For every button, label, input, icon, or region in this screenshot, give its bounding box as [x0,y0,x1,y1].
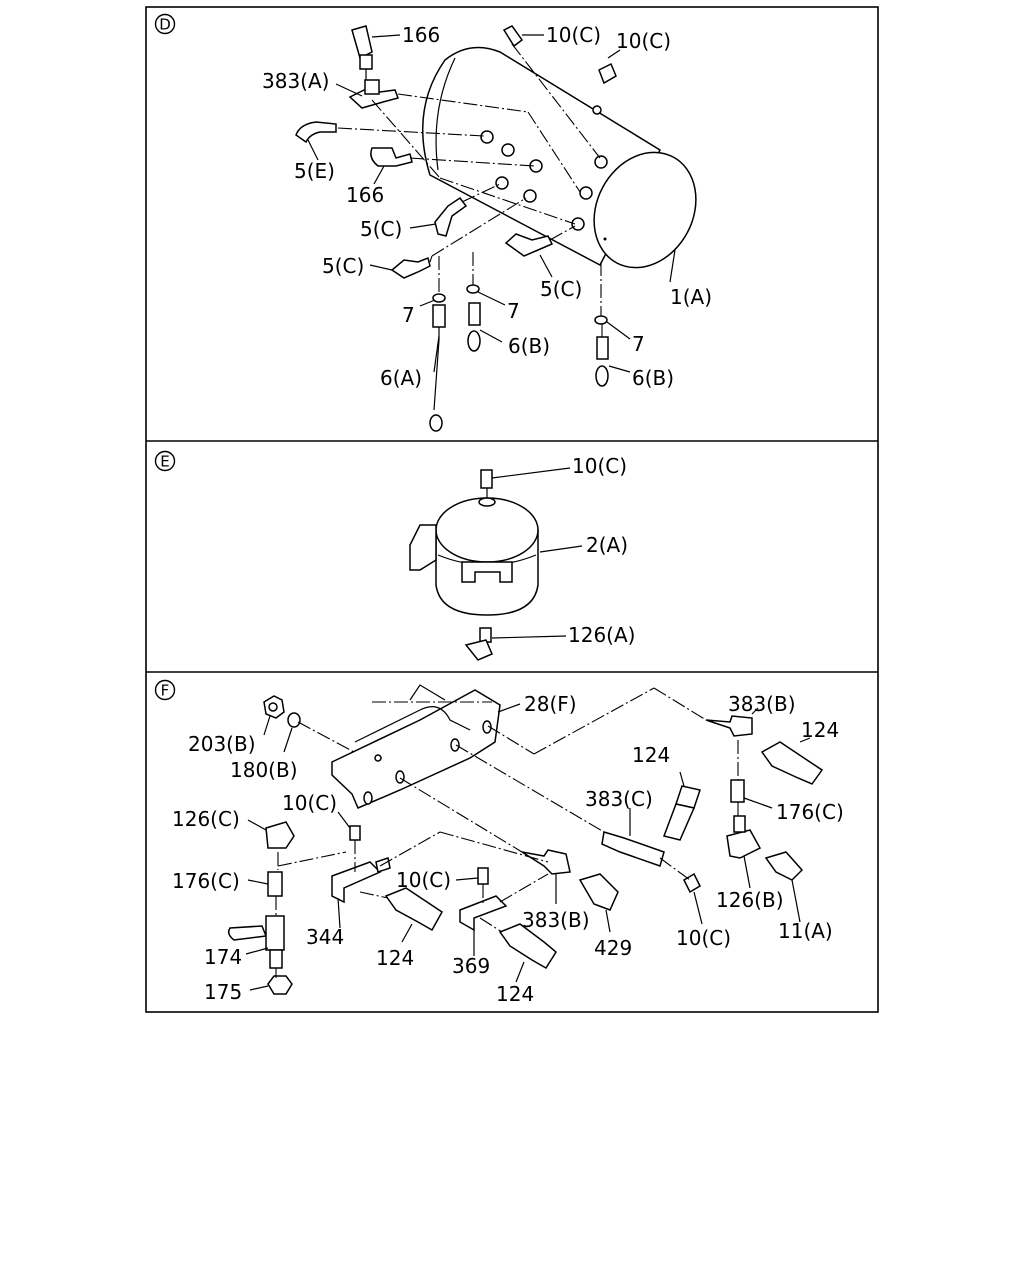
label-10c-block-369: 10(C) [396,868,451,892]
label-176c-right: 176(C) [776,800,844,824]
label-10c-tank-top: 10(C) [546,23,601,47]
label-126b: 126(B) [716,888,784,912]
label-10c-dryer: 10(C) [572,454,627,478]
label-180b: 180(B) [230,758,298,782]
part-383a [348,79,399,109]
label-10c-tank-right: 10(C) [616,29,671,53]
label-383c: 383(C) [585,787,653,811]
diagram-frame [145,6,879,1013]
part-203b [263,695,285,719]
part-5e [295,121,337,144]
part-176c-left [267,871,283,897]
air-dryer-part [409,469,539,616]
part-429 [578,873,619,911]
label-7-right: 7 [632,332,645,356]
part-7-c [594,315,608,325]
part-124-left [384,887,443,932]
part-124-middle [663,785,701,841]
label-6a: 6(A) [380,366,422,390]
label-166-middle: 166 [346,183,384,207]
label-383a: 383(A) [262,69,329,93]
part-166-middle [370,147,413,167]
block-369 [459,867,508,932]
label-126a: 126(A) [568,623,635,647]
part-7-a [432,293,446,303]
label-28f: 28(F) [524,692,577,716]
label-2a: 2(A) [586,533,628,557]
label-175: 175 [204,980,242,1004]
part-5c-bottom-left [390,256,431,279]
part-11a [764,851,804,881]
block-344 [331,825,391,904]
part-5c-left [434,196,468,237]
section-d-drawing [295,25,697,432]
part-6b-middle [467,302,481,352]
label-7-left: 7 [402,303,415,327]
label-1a: 1(A) [670,285,712,309]
section-d-letter: D [159,16,171,34]
section-e-letter: E [160,453,169,471]
section-d-marker: D [154,13,176,35]
part-176c-right [730,779,745,803]
part-7-b [466,284,480,294]
label-369: 369 [452,954,490,978]
label-126c: 126(C) [172,807,240,831]
label-176c-left: 176(C) [172,869,240,893]
label-124-middle: 124 [632,743,670,767]
part-126b [726,815,762,859]
label-124-lower: 124 [496,982,534,1006]
part-6a [429,304,446,432]
part-126a [464,627,493,661]
label-5c-right: 5(C) [540,277,582,301]
part-175 [267,975,293,995]
section-f-marker: F [154,679,176,701]
part-10c-tank-top [502,25,617,85]
air-tank-part [422,46,697,269]
section-e-drawing [409,467,583,661]
label-203b: 203(B) [188,732,256,756]
label-124-left: 124 [376,946,414,970]
bracket-28f [331,684,501,809]
label-174: 174 [204,945,242,969]
label-10c-pipe: 10(C) [676,926,731,950]
label-429: 429 [594,936,632,960]
label-344: 344 [306,925,344,949]
label-5c-left: 5(C) [360,217,402,241]
part-124-upper [760,741,824,785]
label-6b-right: 6(B) [632,366,674,390]
part-174 [227,915,285,969]
part-5c-right [504,233,554,257]
part-180b [287,712,301,728]
section-f-letter: F [161,682,170,700]
label-383b-upper: 383(B) [728,692,796,716]
section-f-drawing [227,684,824,995]
label-166-top: 166 [402,23,440,47]
part-124-lower [498,923,557,970]
part-166-top [351,25,373,80]
label-11a: 11(A) [778,919,833,943]
label-10c-block-344: 10(C) [282,791,337,815]
label-383b-lower: 383(B) [522,908,590,932]
part-383c [601,831,665,867]
label-5e: 5(E) [294,159,335,183]
part-6b-right [595,336,609,387]
part-383b-upper [705,715,753,737]
part-126c [265,821,295,849]
label-7-middle: 7 [507,299,520,323]
section-e-marker: E [154,450,176,472]
label-5c-bottom-left: 5(C) [322,254,364,278]
label-124-upper: 124 [801,718,839,742]
label-6b-middle: 6(B) [508,334,550,358]
